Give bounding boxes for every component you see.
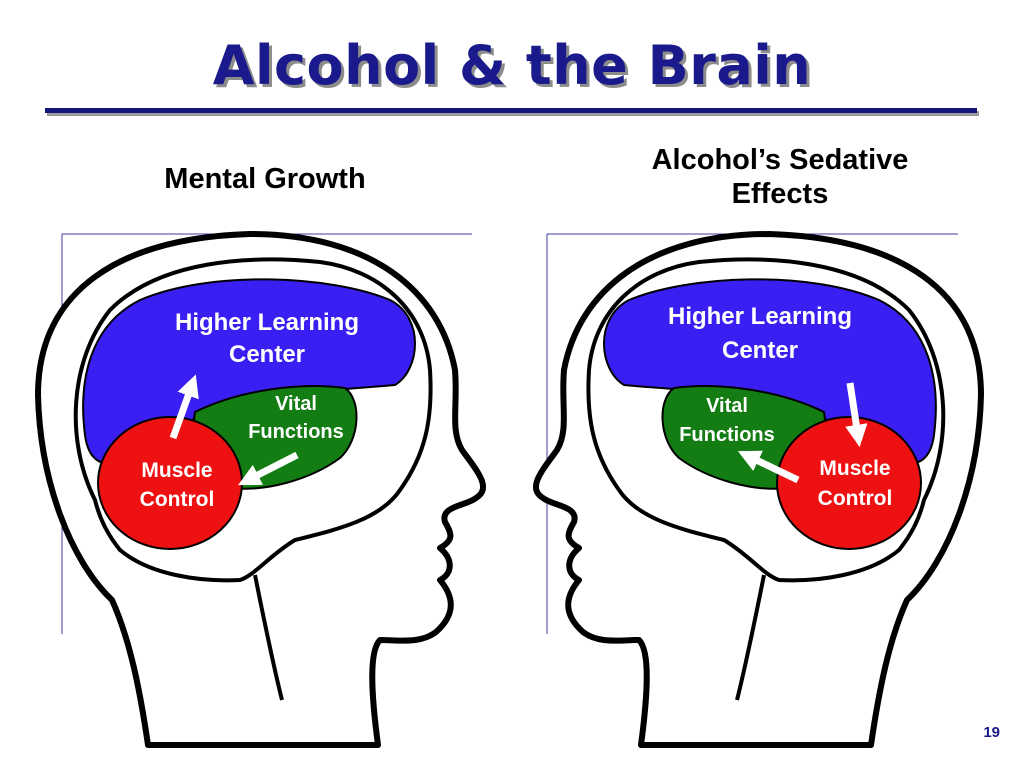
- right-muscle-line-2: Control: [818, 487, 893, 510]
- right-vital-line-1: Vital: [706, 395, 748, 417]
- right-higher-learning-line-1: Higher Learning: [668, 303, 852, 330]
- right-head: [532, 231, 984, 748]
- right-heading-line-1: Alcohol’s Sedative: [651, 144, 909, 176]
- right-brainstem: [735, 574, 766, 701]
- left-vital-line-1: Vital: [275, 393, 317, 415]
- left-muscle-line-1: Muscle: [141, 459, 212, 482]
- right-arrow-left-icon: [737, 450, 800, 484]
- slide-title: Alcohol & the Brain: [212, 34, 812, 97]
- left-heading-text: Mental Growth: [164, 163, 366, 195]
- right-vital-line-2: Functions: [679, 424, 775, 446]
- right-heading: Alcohol’s Sedative Effects: [600, 143, 960, 211]
- left-vital-line-2: Functions: [248, 421, 344, 443]
- left-arrow-up-icon: [169, 374, 199, 440]
- right-heading-line-2: Effects: [731, 178, 829, 210]
- left-higher-learning-line-2: Center: [229, 341, 305, 368]
- left-brain-outline: [73, 257, 433, 583]
- page-number: 19: [983, 724, 1000, 741]
- left-higher-learning-line-1: Higher Learning: [175, 309, 359, 336]
- left-head: Higher Learning Center Vital Functions M…: [35, 231, 487, 748]
- right-arrow-down-icon: [845, 382, 868, 448]
- left-brainstem: [253, 574, 284, 701]
- left-arrow-down-left-icon: [238, 451, 299, 486]
- right-muscle-line-1: Muscle: [819, 457, 890, 480]
- right-higher-learning-line-2: Center: [722, 337, 798, 364]
- title-underline: [45, 108, 977, 113]
- right-muscle-control-region: [776, 416, 922, 550]
- left-heading: Mental Growth: [110, 162, 420, 196]
- left-muscle-line-2: Control: [140, 488, 215, 511]
- right-brain-outline: [586, 257, 946, 583]
